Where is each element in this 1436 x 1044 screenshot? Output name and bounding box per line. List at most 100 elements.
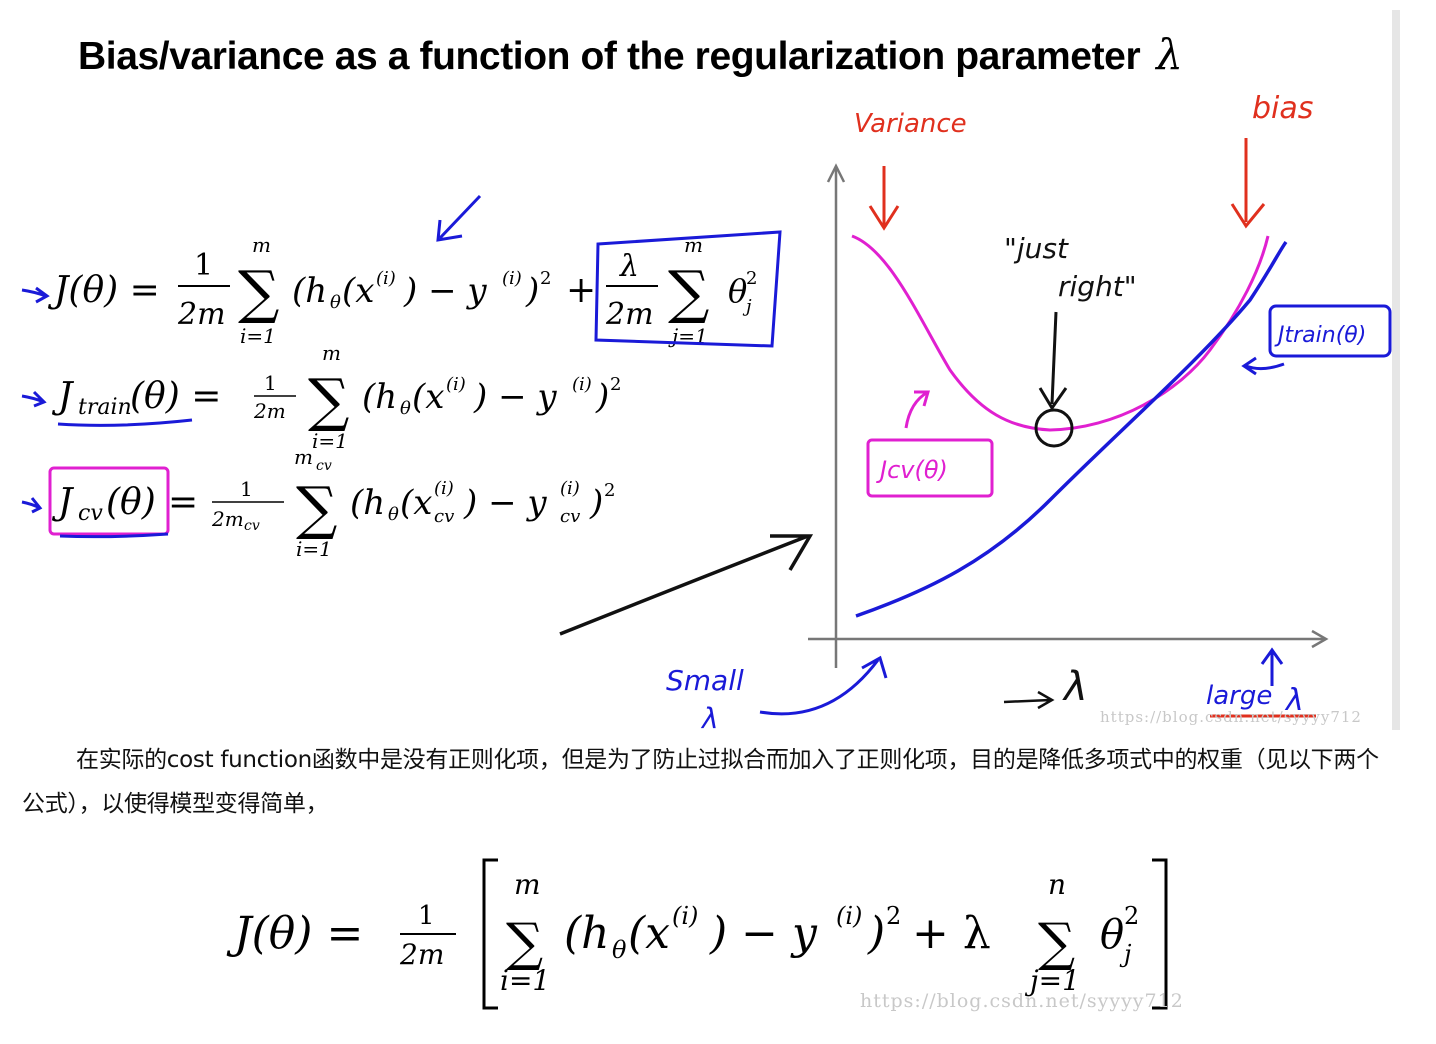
svg-text:) − y: ) − y — [709, 908, 818, 959]
watermark-upper: https://blog.csdn.net/syyyy712 — [1100, 708, 1362, 726]
svg-text:θ: θ — [728, 272, 747, 310]
svg-text:2: 2 — [886, 902, 901, 930]
svg-text:2: 2 — [746, 268, 757, 289]
x-axis-lambda-label: λ — [1062, 664, 1088, 710]
svg-text:train: train — [78, 395, 132, 420]
svg-text:): ) — [867, 908, 885, 959]
svg-text:(i): (i) — [434, 478, 454, 499]
lambda-arrow — [1003, 690, 1055, 710]
svg-text:) − y: ) − y — [403, 271, 487, 311]
svg-text:2m: 2m — [211, 507, 244, 531]
small-label: Small — [666, 664, 744, 697]
slide-title: Bias/variance as a function of the regul… — [78, 30, 1183, 79]
formula-bottom: J(θ) = 1 2m m ∑ i=1 (h θ (x (i) ) − y (i… — [226, 858, 1168, 1010]
svg-text:∑: ∑ — [1038, 913, 1075, 973]
svg-text:(i): (i) — [502, 268, 522, 289]
bias-label: bias — [1252, 91, 1313, 126]
large-arrow — [1260, 647, 1284, 686]
jcv-curve — [851, 234, 1270, 432]
svg-text:i=1: i=1 — [296, 537, 332, 561]
formula-j-cv: J cv (θ) = 1 2m cv m cv ∑ i=1 (h θ (x (i… — [21, 445, 615, 561]
svg-text:) − y: ) − y — [473, 377, 557, 417]
svg-text:j: j — [742, 296, 752, 317]
svg-text:cv: cv — [434, 506, 454, 527]
svg-text:m: m — [252, 233, 271, 257]
svg-text:) − y: ) − y — [463, 483, 547, 523]
svg-text:2m: 2m — [253, 399, 286, 423]
formula-j-train: J train (θ) = 1 2m m ∑ i=1 (h θ (x (i) )… — [21, 341, 621, 453]
svg-text:(x: (x — [628, 908, 670, 959]
body-paragraph: 在实际的cost function函数中是没有正则化项，但是为了防止过拟合而加入… — [22, 747, 1379, 817]
svg-text:(i): (i) — [672, 902, 698, 930]
svg-text:2m: 2m — [177, 297, 226, 332]
svg-text:+: + — [566, 270, 596, 311]
svg-text:λ: λ — [619, 249, 639, 284]
just-right-circle — [1034, 408, 1074, 448]
svg-text:∑: ∑ — [668, 258, 709, 326]
svg-text:J: J — [51, 482, 75, 523]
svg-text:cv: cv — [78, 501, 103, 526]
svg-text:(i): (i) — [836, 902, 862, 930]
svg-text:J: J — [51, 376, 75, 417]
svg-text:(h: (h — [564, 908, 610, 959]
svg-text:1: 1 — [194, 248, 213, 283]
svg-text:(i): (i) — [446, 374, 466, 395]
bias-arrow — [1230, 138, 1266, 229]
jtrain-label-box — [1268, 304, 1392, 358]
svg-text:θ: θ — [330, 292, 341, 313]
svg-text:2m: 2m — [605, 297, 654, 332]
jtrain-label: Jtrain(θ) — [1274, 323, 1366, 348]
svg-text:1: 1 — [240, 477, 253, 501]
svg-text:J(θ) =: J(θ) = — [226, 908, 363, 959]
svg-text:2: 2 — [540, 268, 551, 289]
svg-text:2: 2 — [610, 374, 621, 395]
arrow-mark-1 — [21, 286, 50, 304]
svg-text:1: 1 — [264, 371, 277, 395]
svg-text:m: m — [294, 445, 313, 469]
just-right-arrow — [1038, 311, 1068, 411]
svg-text:2m: 2m — [399, 938, 444, 971]
svg-text:J(θ) =: J(θ) = — [47, 270, 160, 311]
svg-text:∑: ∑ — [506, 913, 543, 973]
jcv-box — [48, 466, 170, 536]
svg-text:j=1: j=1 — [1024, 964, 1080, 997]
variance-arrow — [868, 166, 900, 231]
svg-text:∑: ∑ — [296, 474, 337, 542]
svg-text:cv: cv — [316, 458, 332, 474]
svg-text:θ: θ — [1100, 912, 1124, 958]
svg-text:∑: ∑ — [238, 258, 279, 326]
right-label: right" — [1058, 270, 1137, 303]
bias-variance-graph — [759, 138, 1392, 718]
svg-text:2: 2 — [1124, 902, 1139, 930]
svg-text:cv: cv — [560, 506, 580, 527]
jtrain-curve — [855, 240, 1288, 618]
svg-text:(h: (h — [350, 483, 385, 523]
svg-text:(i): (i) — [376, 268, 396, 289]
svg-text:): ) — [525, 271, 539, 311]
svg-text:n: n — [1048, 868, 1066, 901]
regularization-arrow — [436, 194, 482, 242]
svg-text:2: 2 — [604, 480, 615, 501]
svg-text:i=1: i=1 — [240, 324, 276, 348]
svg-text:(h: (h — [362, 377, 397, 417]
svg-text:m: m — [322, 341, 341, 365]
svg-text:1: 1 — [418, 901, 435, 931]
small-arrow — [759, 655, 888, 716]
svg-text:(θ) =: (θ) = — [130, 376, 221, 417]
formula-j-theta: J(θ) = 1 2m m ∑ i=1 (h θ (x (i) ) − y (i… — [21, 194, 782, 348]
svg-text:cv: cv — [244, 518, 260, 534]
svg-text:θ: θ — [612, 936, 627, 964]
svg-text:(x: (x — [400, 483, 432, 523]
svg-text:i=1: i=1 — [312, 429, 348, 453]
svg-text:(x: (x — [412, 377, 444, 417]
svg-text:): ) — [589, 483, 603, 523]
svg-text:(x: (x — [342, 271, 374, 311]
variance-label: Variance — [854, 109, 967, 139]
svg-text:(h: (h — [292, 271, 327, 311]
svg-text:+ λ: + λ — [912, 908, 991, 959]
svg-text:(i): (i) — [560, 478, 580, 499]
jcv-label: Jcv(θ) — [876, 456, 948, 484]
scrollbar-track[interactable] — [1392, 10, 1400, 730]
svg-text:=: = — [168, 482, 198, 523]
